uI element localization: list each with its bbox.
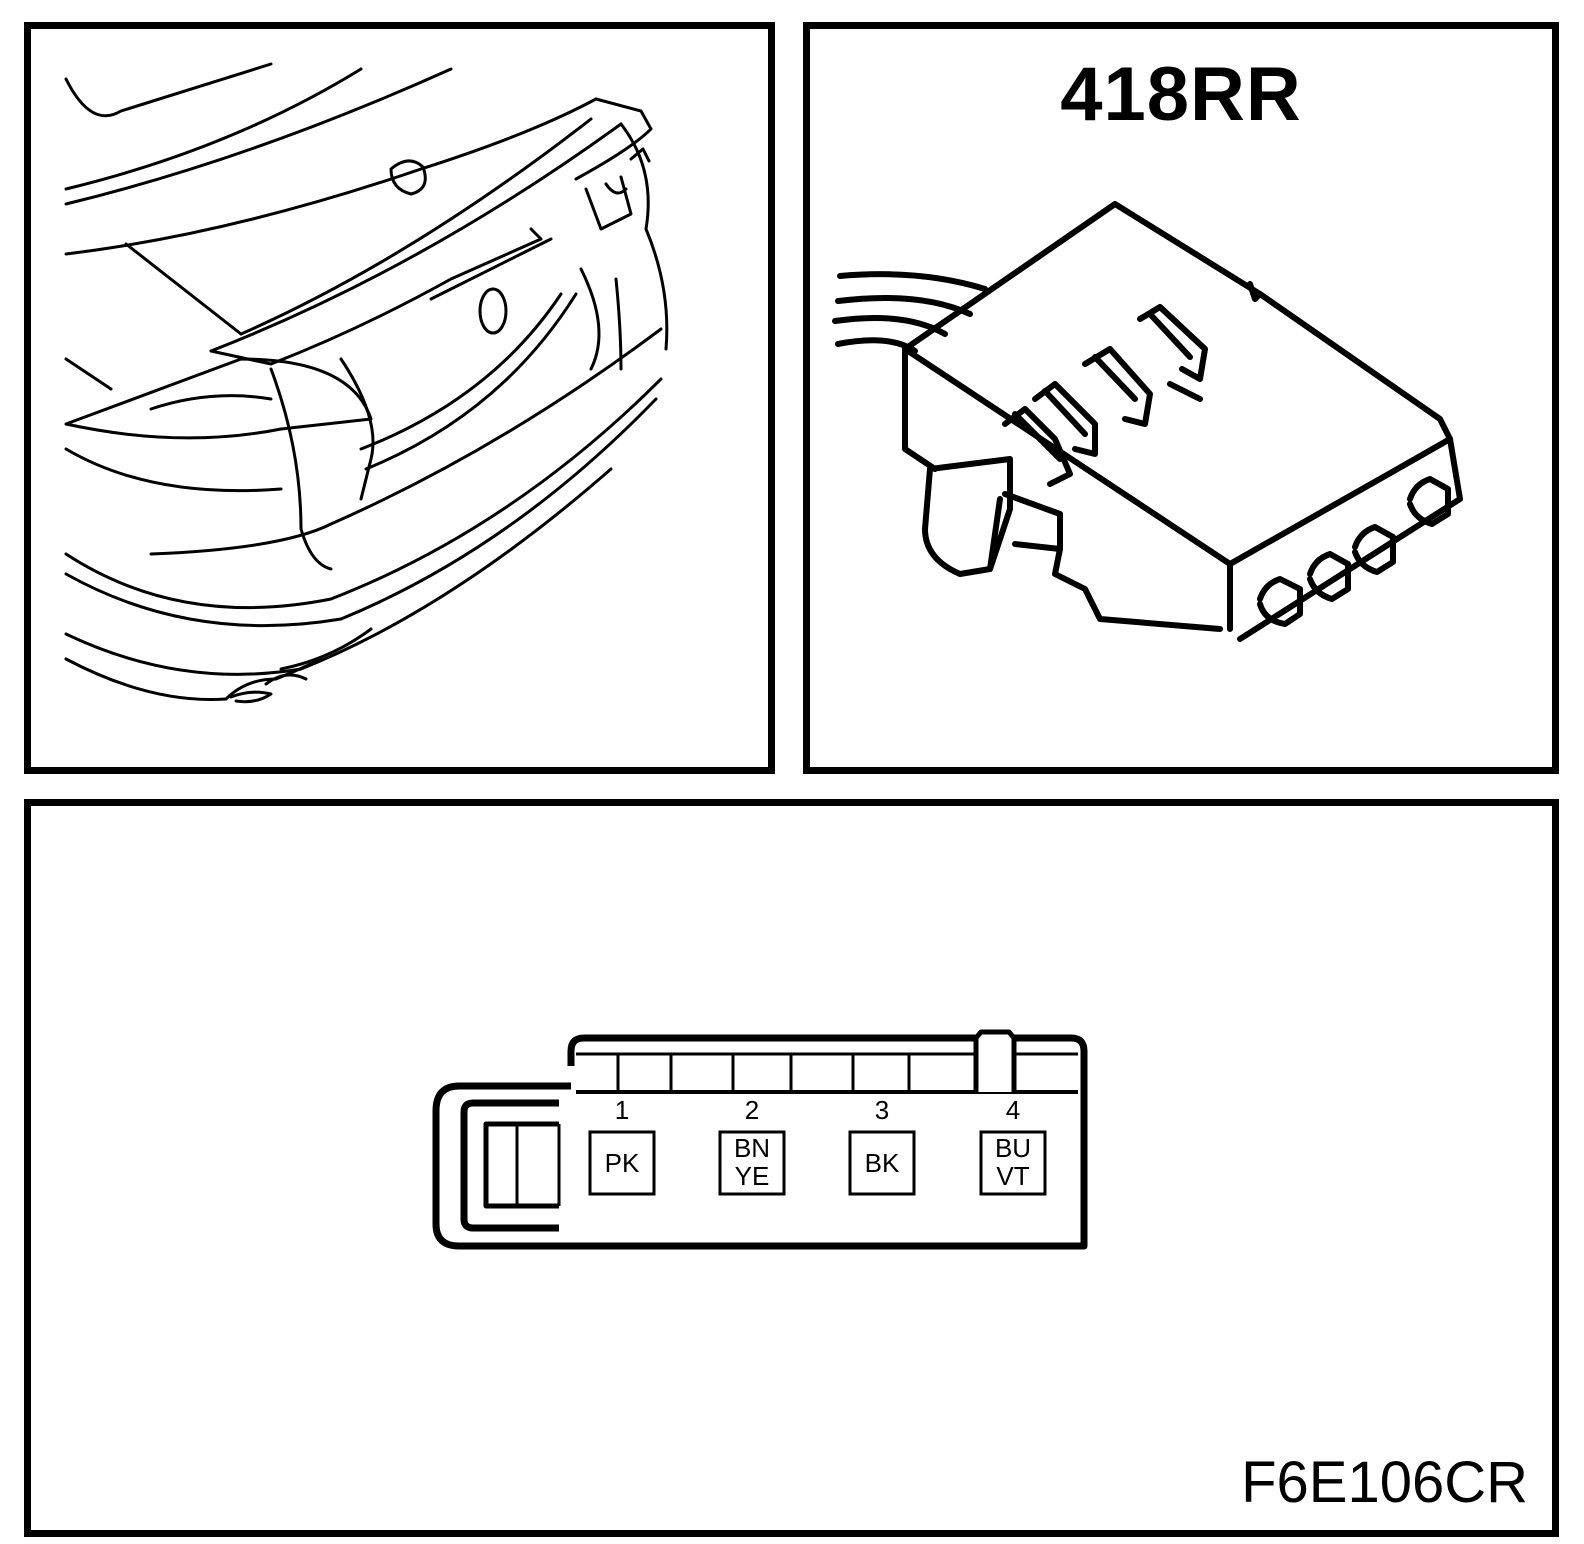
connector-view-panel: 418RR — [803, 22, 1559, 774]
pin-wire-color-4: BU — [995, 1133, 1031, 1163]
pin-number-1: 1 — [615, 1095, 629, 1125]
pin-number-2: 2 — [745, 1095, 759, 1125]
pin-wire-color-2: BN — [734, 1133, 770, 1163]
pin-color-box-2 — [718, 1130, 786, 1196]
connector-outline — [432, 1034, 1088, 1250]
pin-wire-color-4: VT — [996, 1161, 1029, 1191]
pin-color-box-1 — [588, 1130, 656, 1196]
connector-3d-drawing — [832, 201, 1463, 642]
pin-number-4: 4 — [1006, 1095, 1020, 1125]
pin-wire-color-2: YE — [735, 1161, 770, 1191]
car-location-panel — [24, 22, 775, 774]
pin-wire-color-3: BK — [865, 1148, 900, 1178]
connector-id-label: 418RR — [1060, 52, 1302, 137]
figure-reference-code: F6E106CR — [1241, 1450, 1528, 1515]
pin-color-box-4 — [979, 1130, 1047, 1196]
pin-number-3: 3 — [875, 1095, 889, 1125]
car-rear-drawing — [64, 62, 669, 704]
pin-wire-color-1: PK — [605, 1148, 640, 1178]
pin-color-box-3 — [848, 1130, 916, 1196]
